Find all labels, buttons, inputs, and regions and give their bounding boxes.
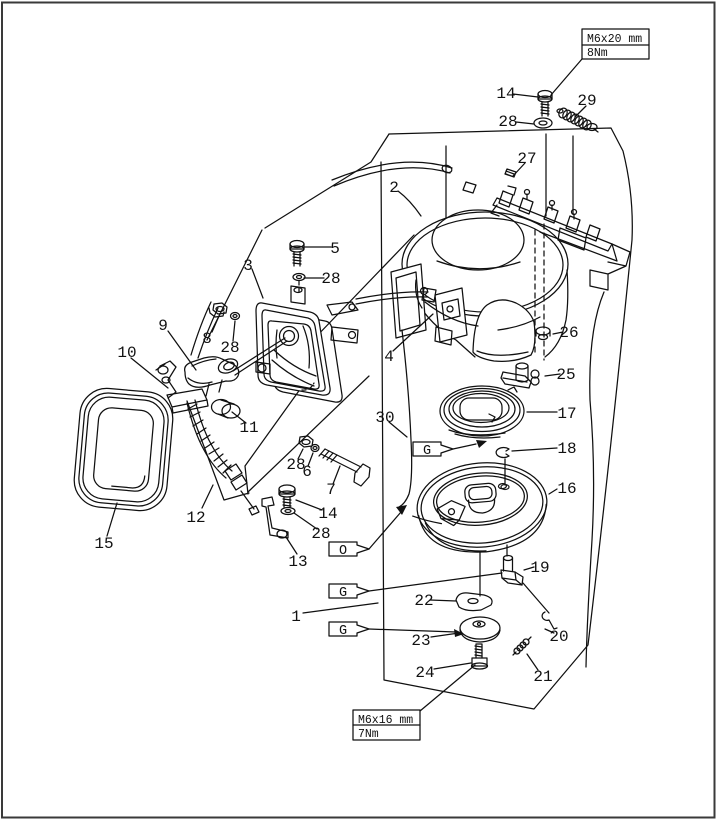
svg-text:20: 20 bbox=[549, 628, 568, 646]
svg-text:24: 24 bbox=[415, 664, 434, 682]
svg-text:28: 28 bbox=[498, 113, 517, 131]
svg-text:28: 28 bbox=[220, 339, 239, 357]
svg-text:5: 5 bbox=[330, 240, 340, 258]
svg-text:15: 15 bbox=[94, 535, 113, 553]
svg-text:2: 2 bbox=[389, 179, 399, 197]
svg-text:G: G bbox=[339, 586, 347, 601]
svg-text:12: 12 bbox=[186, 509, 205, 527]
svg-text:22: 22 bbox=[414, 592, 433, 610]
svg-text:1: 1 bbox=[291, 608, 301, 626]
svg-text:25: 25 bbox=[556, 366, 575, 384]
svg-text:G: G bbox=[339, 624, 347, 639]
svg-text:26: 26 bbox=[559, 324, 578, 342]
svg-text:30: 30 bbox=[375, 409, 394, 427]
svg-text:M6x16 mm: M6x16 mm bbox=[358, 714, 413, 727]
svg-text:7Nm: 7Nm bbox=[358, 728, 379, 741]
svg-text:28: 28 bbox=[321, 270, 340, 288]
svg-text:17: 17 bbox=[557, 405, 576, 423]
svg-text:3: 3 bbox=[243, 257, 253, 275]
svg-text:19: 19 bbox=[530, 559, 549, 577]
svg-text:14: 14 bbox=[318, 505, 337, 523]
svg-text:13: 13 bbox=[288, 553, 307, 571]
svg-text:14: 14 bbox=[496, 85, 515, 103]
svg-text:18: 18 bbox=[557, 440, 576, 458]
svg-text:27: 27 bbox=[517, 150, 536, 168]
svg-text:O: O bbox=[339, 544, 347, 559]
svg-text:29: 29 bbox=[577, 92, 596, 110]
svg-text:9: 9 bbox=[158, 317, 168, 335]
svg-text:23: 23 bbox=[411, 632, 430, 650]
svg-text:M6x20 mm: M6x20 mm bbox=[587, 33, 642, 46]
svg-text:7: 7 bbox=[326, 481, 336, 499]
svg-text:8: 8 bbox=[202, 330, 212, 348]
svg-text:16: 16 bbox=[557, 480, 576, 498]
svg-text:G: G bbox=[423, 444, 431, 459]
svg-text:10: 10 bbox=[117, 344, 136, 362]
svg-text:6: 6 bbox=[302, 463, 312, 481]
svg-text:28: 28 bbox=[286, 456, 305, 474]
svg-text:21: 21 bbox=[533, 668, 552, 686]
svg-text:11: 11 bbox=[239, 419, 258, 437]
svg-text:28: 28 bbox=[311, 525, 330, 543]
svg-text:4: 4 bbox=[384, 348, 394, 366]
svg-text:8Nm: 8Nm bbox=[587, 47, 608, 60]
